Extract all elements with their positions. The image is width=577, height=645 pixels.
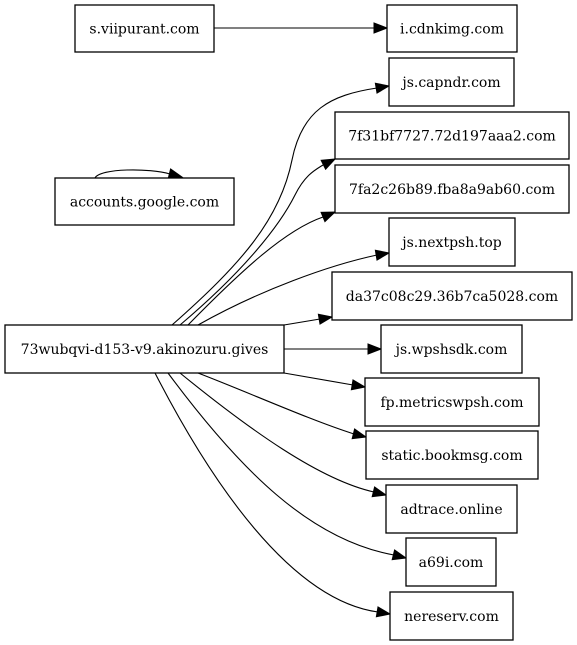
edges: [94, 22, 408, 618]
node-viipurant: s.viipurant.com: [74, 4, 215, 53]
arrowhead-icon: [371, 486, 388, 498]
edge-akinozuru-to-nereserv: [154, 372, 392, 618]
edge-line: [154, 372, 379, 613]
arrowhead-icon: [351, 428, 368, 440]
node-bookmsg: static.bookmsg.com: [365, 430, 539, 480]
nodes: s.viipurant.com i.cdnkimg.com js.capndr.co…: [4, 4, 573, 641]
edge-akinozuru-to-h7fa2: [187, 211, 337, 326]
arrowhead-icon: [320, 211, 337, 223]
edge-line: [179, 372, 375, 493]
arrowhead-icon: [367, 343, 383, 355]
node-a69i: a69i.com: [405, 537, 497, 587]
node-box: [334, 164, 570, 214]
node-label: nereserv.com: [404, 609, 499, 625]
edge-line: [171, 87, 378, 326]
edge-line: [187, 216, 324, 326]
node-h7fa2: 7fa2c26b89.fba8a9ab60.com: [334, 164, 570, 214]
node-akinozuru: 73wubqvi-d153-v9.akinozuru.gives: [4, 324, 285, 374]
node-capndr: js.capndr.com: [388, 57, 515, 107]
edge-viipurant-to-cdnkimg: [214, 22, 389, 34]
node-h7f31: 7f31bf7727.72d197aaa2.com: [334, 111, 570, 160]
node-metrics: fp.metricswpsh.com: [364, 377, 540, 427]
node-nereserv: nereserv.com: [389, 591, 514, 641]
arrowhead-icon: [167, 168, 184, 180]
node-label: js.nextpsh.top: [400, 235, 501, 251]
node-box: [364, 377, 540, 427]
node-label: da37c08c29.36b7ca5028.com: [346, 289, 558, 305]
node-box: [334, 111, 570, 160]
node-label: 7f31bf7727.72d197aaa2.com: [348, 129, 556, 145]
edge-akinozuru-to-h7f31: [179, 158, 337, 326]
arrowhead-icon: [375, 606, 392, 618]
node-label: js.capndr.com: [400, 75, 500, 91]
arrowhead-icon: [350, 379, 367, 391]
edge-akinozuru-to-capndr: [171, 82, 391, 326]
node-box: [54, 177, 235, 226]
arrowhead-icon: [391, 549, 408, 561]
node-label: static.bookmsg.com: [381, 448, 522, 464]
node-box: [331, 271, 573, 321]
node-box: [405, 537, 497, 587]
node-box: [4, 324, 285, 374]
edge-line: [167, 372, 395, 556]
edge-line: [197, 254, 378, 326]
node-box: [385, 484, 518, 534]
node-box: [380, 324, 523, 374]
node-label: accounts.google.com: [70, 195, 219, 211]
edge-line: [283, 372, 354, 386]
node-label: js.wpshsdk.com: [394, 342, 508, 358]
node-box: [388, 57, 515, 107]
node-box: [74, 4, 215, 53]
node-box: [389, 591, 514, 641]
node-box: [386, 4, 518, 53]
arrowhead-icon: [320, 158, 337, 171]
edge-akinozuru-to-bookmsg: [197, 372, 368, 440]
node-label: 7fa2c26b89.fba8a9ab60.com: [349, 182, 555, 198]
node-label: i.cdnkimg.com: [400, 22, 504, 38]
edge-google-to-google: [94, 168, 184, 180]
edge-line: [179, 164, 324, 326]
edge-akinozuru-to-wpshsdk: [284, 343, 383, 355]
node-label: s.viipurant.com: [89, 22, 199, 38]
node-google: accounts.google.com: [54, 177, 235, 226]
node-label: 73wubqvi-d153-v9.akinozuru.gives: [21, 342, 269, 358]
node-label: fp.metricswpsh.com: [380, 395, 523, 411]
edge-line: [197, 372, 355, 435]
node-nextpsh: js.nextpsh.top: [388, 217, 516, 267]
node-da37: da37c08c29.36b7ca5028.com: [331, 271, 573, 321]
node-box: [365, 430, 539, 480]
node-adtrace: adtrace.online: [385, 484, 518, 534]
edge-line: [94, 169, 171, 179]
node-label: adtrace.online: [400, 502, 502, 518]
edge-akinozuru-to-a69i: [167, 372, 408, 561]
arrowhead-icon: [374, 249, 391, 261]
edge-line: [283, 318, 321, 326]
node-label: a69i.com: [419, 555, 484, 571]
node-wpshsdk: js.wpshsdk.com: [380, 324, 523, 374]
edge-akinozuru-to-nextpsh: [197, 249, 391, 326]
edge-akinozuru-to-adtrace: [179, 372, 388, 498]
arrowhead-icon: [373, 22, 389, 34]
node-box: [388, 217, 516, 267]
edge-akinozuru-to-metrics: [283, 372, 367, 391]
node-cdnkimg: i.cdnkimg.com: [386, 4, 518, 53]
arrowhead-icon: [317, 313, 334, 325]
edge-akinozuru-to-da37: [283, 313, 334, 326]
arrowhead-icon: [374, 82, 391, 94]
